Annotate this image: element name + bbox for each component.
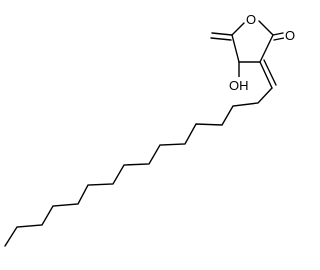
bond-alkylidene-1: [259, 61, 273, 89]
alkyl-chain: [4, 87, 273, 247]
bond-methylene-double-1: [211, 32, 233, 36]
bond-o1-c2: [258, 20, 274, 36]
bond-c2-o-double-2: [273, 37, 285, 41]
bond-methylene-double-2: [210, 37, 232, 41]
hydroxyl-label: OH: [228, 77, 250, 93]
ring-oxygen-text: O: [246, 12, 256, 27]
alkylidene-double-bond: [259, 59, 277, 89]
bond-c2-o-double-1: [272, 32, 284, 36]
bond-c5-o1: [231, 22, 245, 36]
carbonyl-oxygen-label: O: [284, 28, 296, 43]
bond-alkylidene-2: [263, 59, 277, 86]
ring-oxygen-label: O: [246, 11, 258, 27]
carbonyl-oxygen-text: O: [285, 28, 295, 43]
bond-c2-c3: [259, 34, 274, 63]
hydroxyl-text: OH: [229, 78, 249, 93]
exo-methylene-group: [210, 32, 233, 41]
bond-c4-c5: [231, 34, 240, 63]
carbonyl-group: [272, 32, 285, 41]
lactone-ring: [231, 20, 274, 63]
